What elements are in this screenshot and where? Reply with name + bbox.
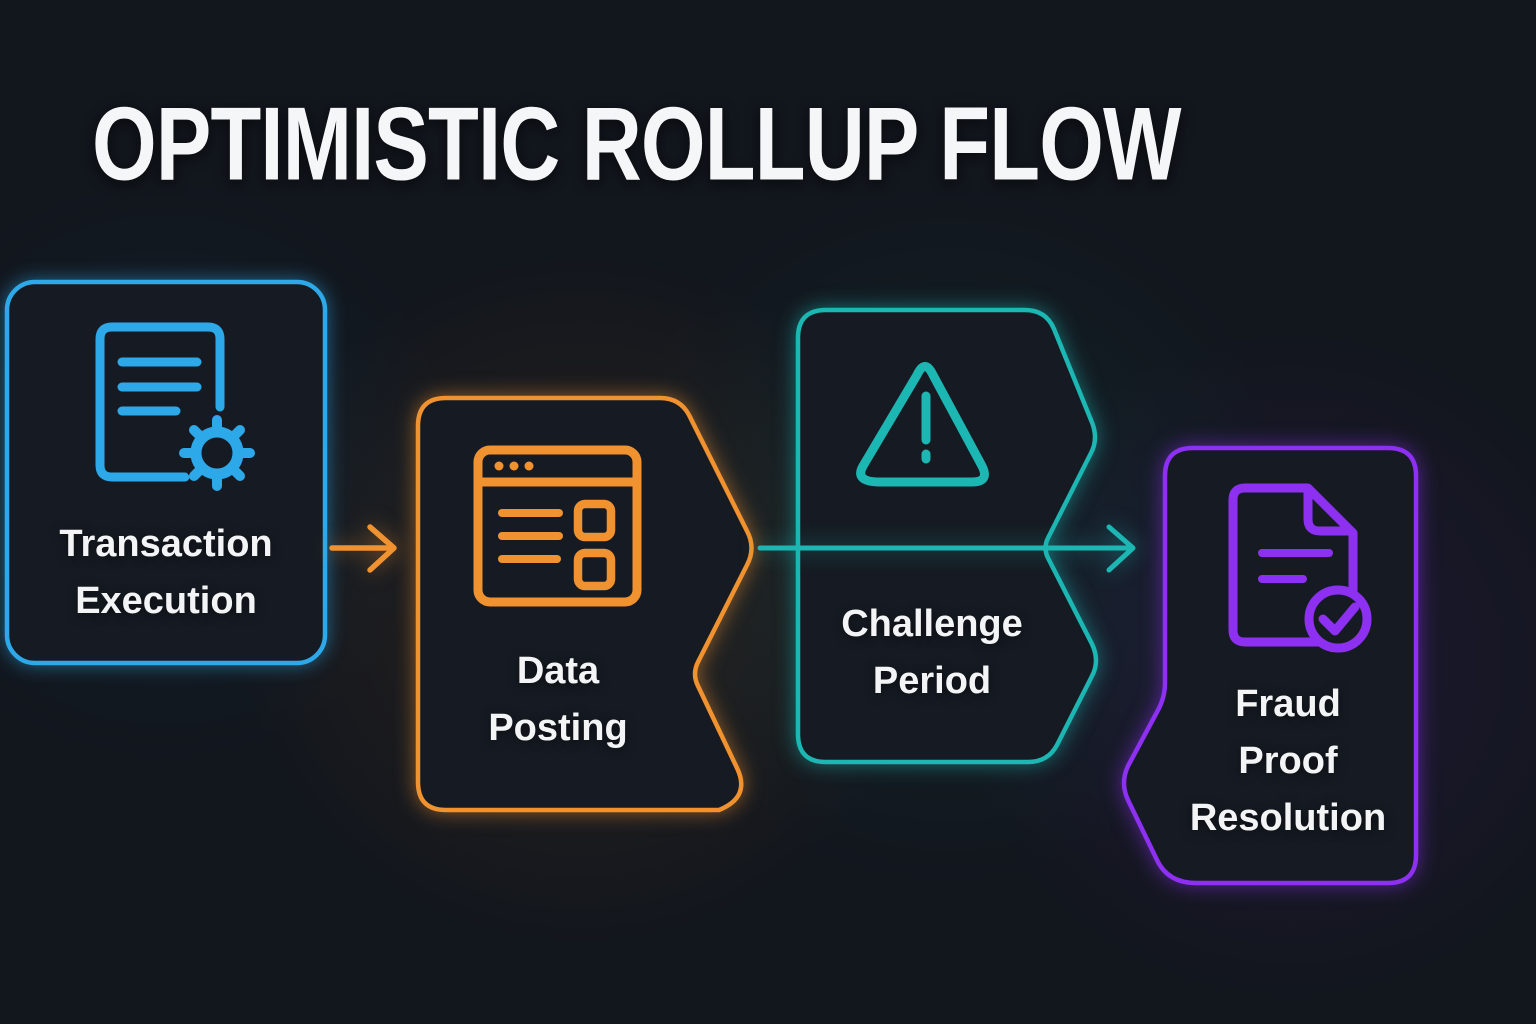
document-check-icon — [1228, 483, 1372, 653]
node-fraud-proof-resolution — [1121, 445, 1419, 886]
browser-list-icon — [473, 445, 642, 607]
label-line: Fraud — [1235, 683, 1341, 725]
label-line: Resolution — [1189, 797, 1387, 839]
data-posting-label: Data Posting — [398, 643, 718, 757]
challenge-period-label: Challenge Period — [772, 596, 1092, 710]
label-line: Challenge — [841, 603, 1023, 645]
fraud-proof-resolution-shape — [1121, 445, 1419, 886]
challenge-period-shape — [795, 307, 1099, 765]
arrow-data-to-fraud — [757, 524, 1136, 573]
node-transaction-execution — [4, 279, 328, 666]
document-gear-icon — [95, 322, 255, 491]
label-line: Proof — [1238, 740, 1338, 782]
fraud-proof-resolution-label: Fraud Proof Resolution — [1138, 676, 1438, 847]
node-data-posting — [415, 395, 754, 813]
label-line: Transaction — [59, 523, 273, 565]
label-line: Execution — [75, 580, 257, 622]
arrow-transaction-to-data — [329, 524, 397, 573]
warning-triangle-icon — [856, 362, 989, 487]
transaction-execution-label: Transaction Execution — [6, 516, 326, 630]
label-line: Period — [872, 660, 992, 702]
node-challenge-period — [795, 307, 1099, 765]
page-title: OPTIMISTIC ROLLUP FLOW — [92, 85, 1182, 202]
label-line: Data — [516, 650, 600, 692]
label-line: Posting — [488, 707, 628, 749]
